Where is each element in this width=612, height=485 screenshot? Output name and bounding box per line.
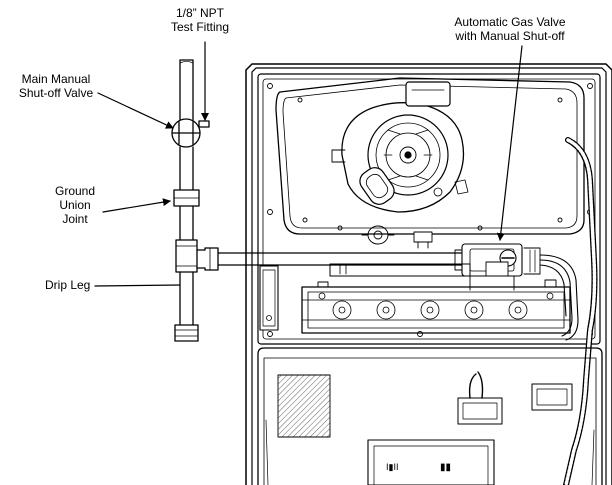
furnace-cabinet bbox=[245, 63, 612, 485]
drip-leg-label: Drip Leg bbox=[45, 278, 90, 292]
door-switch-icon bbox=[531, 383, 573, 411]
upper-pipe bbox=[179, 59, 194, 121]
burner-ports bbox=[332, 300, 528, 320]
drip-leg-arrow bbox=[94, 284, 181, 287]
control-board-marking: I▮II bbox=[386, 462, 398, 472]
ground-union-label-line2: Union bbox=[59, 198, 91, 212]
manifold-icon bbox=[329, 263, 471, 277]
gas-pipe-assembly bbox=[171, 59, 471, 342]
terminal-marking: ▮▮ bbox=[440, 462, 451, 473]
main-valve-label-line1: Main Manual bbox=[21, 72, 91, 86]
rollout-switch bbox=[361, 225, 395, 245]
inducer-panel bbox=[275, 77, 585, 235]
ground-union-label-line3: Joint bbox=[62, 212, 88, 226]
gas-valve-label: Automatic Gas Valve with Manual Shut-off bbox=[440, 15, 580, 43]
cabinet-outline bbox=[245, 63, 612, 485]
lower-blower-compartment bbox=[257, 347, 603, 485]
drip-leg-label-line1: Drip Leg bbox=[45, 278, 91, 292]
burner-assembly bbox=[301, 263, 571, 334]
tee-fitting-icon bbox=[175, 239, 198, 273]
burner-box bbox=[301, 286, 571, 334]
transformer-icon bbox=[457, 371, 503, 425]
leader-arrows bbox=[94, 41, 523, 287]
left-junction-box bbox=[259, 265, 279, 331]
ground-union-arrow bbox=[102, 198, 171, 213]
main-valve-label: Main Manual Shut-off Valve bbox=[6, 72, 106, 100]
gas-valve-arrow bbox=[496, 45, 523, 241]
gas-valve-label-line2: with Manual Shut-off bbox=[455, 29, 565, 43]
test-fitting-icon bbox=[198, 120, 210, 128]
drip-leg-pipe bbox=[179, 271, 194, 326]
test-fitting-label: 1/8” NPT Test Fitting bbox=[160, 6, 240, 34]
automatic-gas-valve bbox=[454, 243, 541, 291]
gas-valve-label-line1: Automatic Gas Valve bbox=[454, 15, 566, 29]
blower-compartment-panel bbox=[257, 73, 601, 345]
ground-union-label-line1: Ground bbox=[54, 184, 96, 198]
flame-sensor bbox=[413, 231, 433, 249]
inducer-blower bbox=[331, 81, 469, 213]
ground-union-label: Ground Union Joint bbox=[45, 184, 105, 226]
pressure-switch-icon bbox=[359, 167, 395, 205]
control-board bbox=[367, 439, 495, 485]
drip-leg-cap-icon bbox=[174, 324, 199, 342]
wiring-harness bbox=[539, 254, 579, 341]
test-fitting-label-line2: Test Fitting bbox=[170, 20, 230, 34]
access-label-plate bbox=[277, 374, 331, 438]
main-valve-label-line2: Shut-off Valve bbox=[18, 86, 94, 100]
main-valve-arrow bbox=[97, 92, 174, 129]
inducer-outlet-icon bbox=[405, 81, 451, 107]
test-fitting-label-line1: 1/8” NPT bbox=[175, 6, 224, 20]
inducer-motor-icon bbox=[367, 114, 449, 196]
branch-pipe bbox=[217, 252, 471, 266]
